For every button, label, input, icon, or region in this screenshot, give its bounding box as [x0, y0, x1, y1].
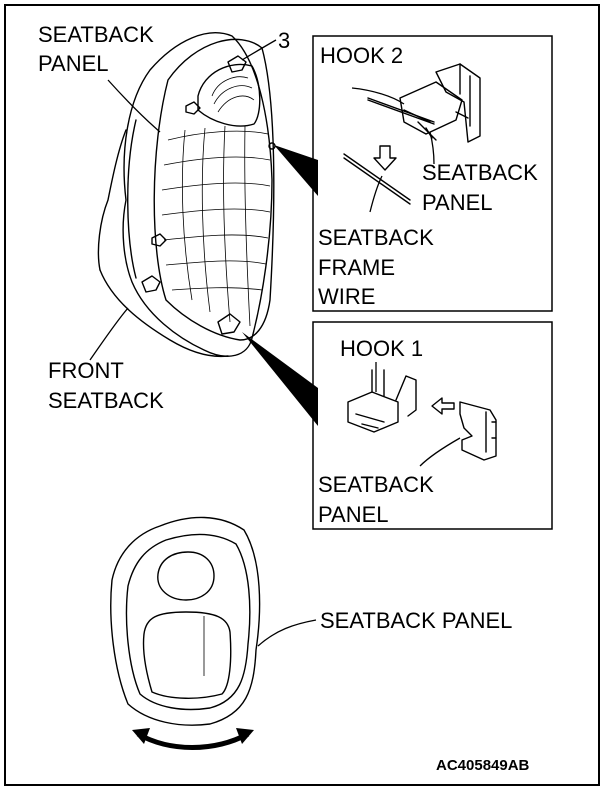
label-seatback-panel-upper-line1: SEATBACK [422, 160, 538, 185]
label-seatback-panel-bottom: SEATBACK PANEL [320, 608, 512, 633]
label-front-seatback-line2: SEATBACK [48, 388, 164, 413]
label-seatback-panel-upper-line2: PANEL [422, 190, 493, 215]
label-frame-wire-line3: WIRE [318, 284, 375, 309]
pointer-wedge-lower [242, 332, 318, 426]
label-front-seatback-line1: FRONT [48, 358, 124, 383]
insert-arrow [431, 397, 455, 415]
figure-code: AC405849AB [436, 757, 530, 774]
panel-clip-drawing [459, 401, 497, 461]
label-seatback-panel-lower-line1: SEATBACK [318, 472, 434, 497]
hook2-drawing [367, 63, 481, 143]
frame-wire-drawing [343, 145, 411, 205]
hook2-detail-box [274, 35, 553, 312]
label-hook2: HOOK 2 [320, 43, 403, 68]
label-frame-wire-line1: SEATBACK [318, 225, 434, 250]
label-seatback-panel-line2: PANEL [38, 51, 109, 76]
seatback-panel-drawing [110, 516, 317, 750]
label-hook1: HOOK 1 [340, 336, 423, 361]
hook1-drawing [347, 369, 417, 433]
rotate-arrow [136, 731, 250, 750]
leader-callout-3 [241, 39, 277, 61]
leader-seatback-panel [107, 79, 161, 133]
label-frame-wire-line2: FRAME [318, 255, 395, 280]
leader-front-seatback [89, 307, 129, 361]
front-seatback-drawing [97, 32, 276, 358]
hook1-detail-box [242, 321, 553, 530]
label-seatback-panel-lower-line2: PANEL [318, 502, 389, 527]
label-seatback-panel-line1: SEATBACK [38, 22, 154, 47]
pointer-wedge-upper [274, 145, 318, 196]
callout-number-3: 3 [278, 28, 290, 53]
